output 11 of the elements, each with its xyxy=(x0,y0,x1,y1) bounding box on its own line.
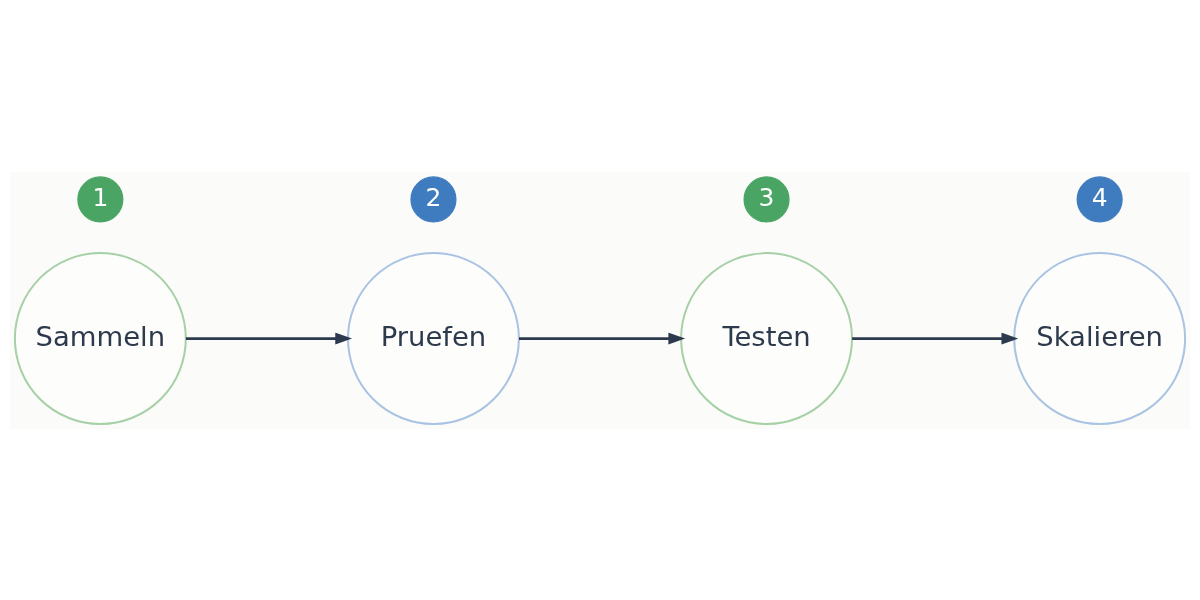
arrow xyxy=(185,332,352,344)
arrow xyxy=(852,332,1019,344)
node-circle: Pruefen xyxy=(347,251,520,425)
arrow xyxy=(519,332,686,344)
node-circle: Skalieren xyxy=(1013,251,1187,425)
node-circle: 2 xyxy=(410,175,457,223)
node-circle: 3 xyxy=(743,175,790,223)
node-circle: Sammeln xyxy=(13,251,187,425)
node-circle: 1 xyxy=(77,175,124,223)
node-circle: Testen xyxy=(680,251,853,425)
node-circle: 4 xyxy=(1076,175,1123,223)
